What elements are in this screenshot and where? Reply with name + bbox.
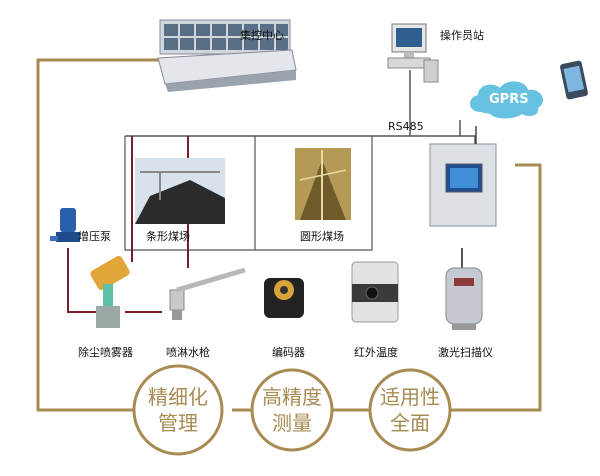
round-coal-yard-photo <box>295 148 351 220</box>
dust-sprayer-icon <box>90 255 130 328</box>
strip-coal-yard-photo <box>135 158 225 224</box>
control-center-icon <box>157 19 297 92</box>
control-cabinet-icon <box>429 126 497 227</box>
feature-2-line1: 高精度 <box>262 385 322 409</box>
feature-text-2: 高精度 测量 <box>244 384 340 436</box>
feature-circle-2 <box>250 368 334 452</box>
label-infrared-temperature: 红外温度 <box>354 346 398 359</box>
yard-frame <box>124 136 373 251</box>
laser-scanner-icon <box>445 248 483 330</box>
label-rs485: RS485 <box>388 120 424 133</box>
label-water-spray-gun: 喷淋水枪 <box>166 346 210 359</box>
feature-text-3: 适用性 全面 <box>362 384 458 436</box>
infrared-temperature-icon <box>351 261 399 323</box>
outer-frame-line <box>36 58 542 412</box>
feature-1-line1: 精细化 <box>148 385 208 409</box>
feature-1-line2: 管理 <box>158 411 198 435</box>
booster-pump-icon <box>50 208 80 242</box>
label-laser-scanner: 激光扫描仪 <box>438 346 493 359</box>
feature-circle-3 <box>368 368 452 452</box>
feature-text-1: 精细化 管理 <box>130 384 226 436</box>
water-spray-gun-icon <box>169 267 246 320</box>
feature-circle-1 <box>132 364 224 456</box>
phone-icon <box>560 60 588 100</box>
label-booster-pump: 增压泵 <box>78 230 111 243</box>
encoder-icon <box>264 278 304 318</box>
label-round-coal-yard: 圆形煤场 <box>300 230 344 243</box>
label-control-center: 集控中心 <box>240 29 284 42</box>
feature-3-line1: 适用性 <box>380 385 440 409</box>
feature-3-line2: 全面 <box>390 411 430 435</box>
label-operator-station: 操作员站 <box>440 29 484 42</box>
label-gprs: GPRS <box>489 92 529 107</box>
label-encoder: 编码器 <box>272 346 305 359</box>
feature-2-line2: 测量 <box>272 411 312 435</box>
label-dust-sprayer: 除尘喷雾器 <box>78 346 133 359</box>
feature-circles <box>132 364 452 456</box>
gprs-cloud <box>469 81 543 119</box>
operator-station-icon <box>387 23 439 83</box>
label-strip-coal-yard: 条形煤场 <box>146 230 190 243</box>
